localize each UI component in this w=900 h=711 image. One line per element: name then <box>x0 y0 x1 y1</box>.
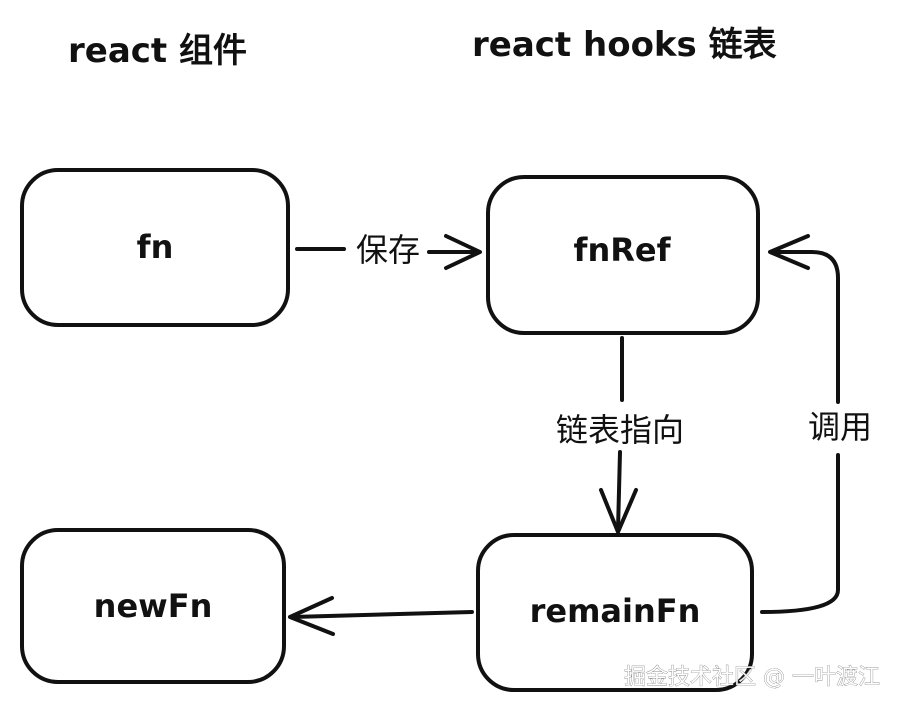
node-fn: fn <box>20 168 290 327</box>
edge-save-label: 保存 <box>356 231 420 269</box>
node-fnref: fnRef <box>486 175 760 335</box>
node-remainfn: remainFn <box>476 533 754 692</box>
node-fn-label: fn <box>137 228 174 266</box>
node-newfn: newFn <box>20 528 286 684</box>
node-remainfn-box <box>476 533 754 692</box>
node-fn-box <box>20 168 290 327</box>
title-react-hooks-list: react hooks 链表 <box>472 25 777 65</box>
edge-call-label: 调用 <box>808 408 872 446</box>
node-fnref-label: fnRef <box>574 231 672 269</box>
edge-fn-to-fnref: 保存 <box>295 231 482 270</box>
node-newfn-box <box>20 528 286 684</box>
edge-to-newfn-arrowhead <box>288 596 335 636</box>
edge-link-label: 链表指向 <box>556 411 684 449</box>
edge-remainfn-to-newfn <box>288 596 474 636</box>
edge-call-arrowhead <box>768 234 810 270</box>
edge-call-line-bottom <box>760 453 840 614</box>
edge-link-arrowhead <box>599 488 638 534</box>
edge-save-arrowhead <box>444 234 482 270</box>
edge-to-newfn-line <box>290 610 474 619</box>
node-remainfn-label: remainFn <box>530 592 701 630</box>
edge-link-line-bottom <box>616 450 622 532</box>
edge-call-line-top <box>770 250 840 404</box>
node-newfn-label: newFn <box>94 587 213 625</box>
edge-remainfn-to-fnref: 调用 <box>760 234 872 614</box>
edge-fnref-to-remainfn: 链表指向 <box>556 336 684 534</box>
title-react-component: react 组件 <box>68 31 247 71</box>
node-fnref-box <box>486 175 760 335</box>
watermark-text: 掘金技术社区 @ 一叶渡江 <box>624 665 880 690</box>
